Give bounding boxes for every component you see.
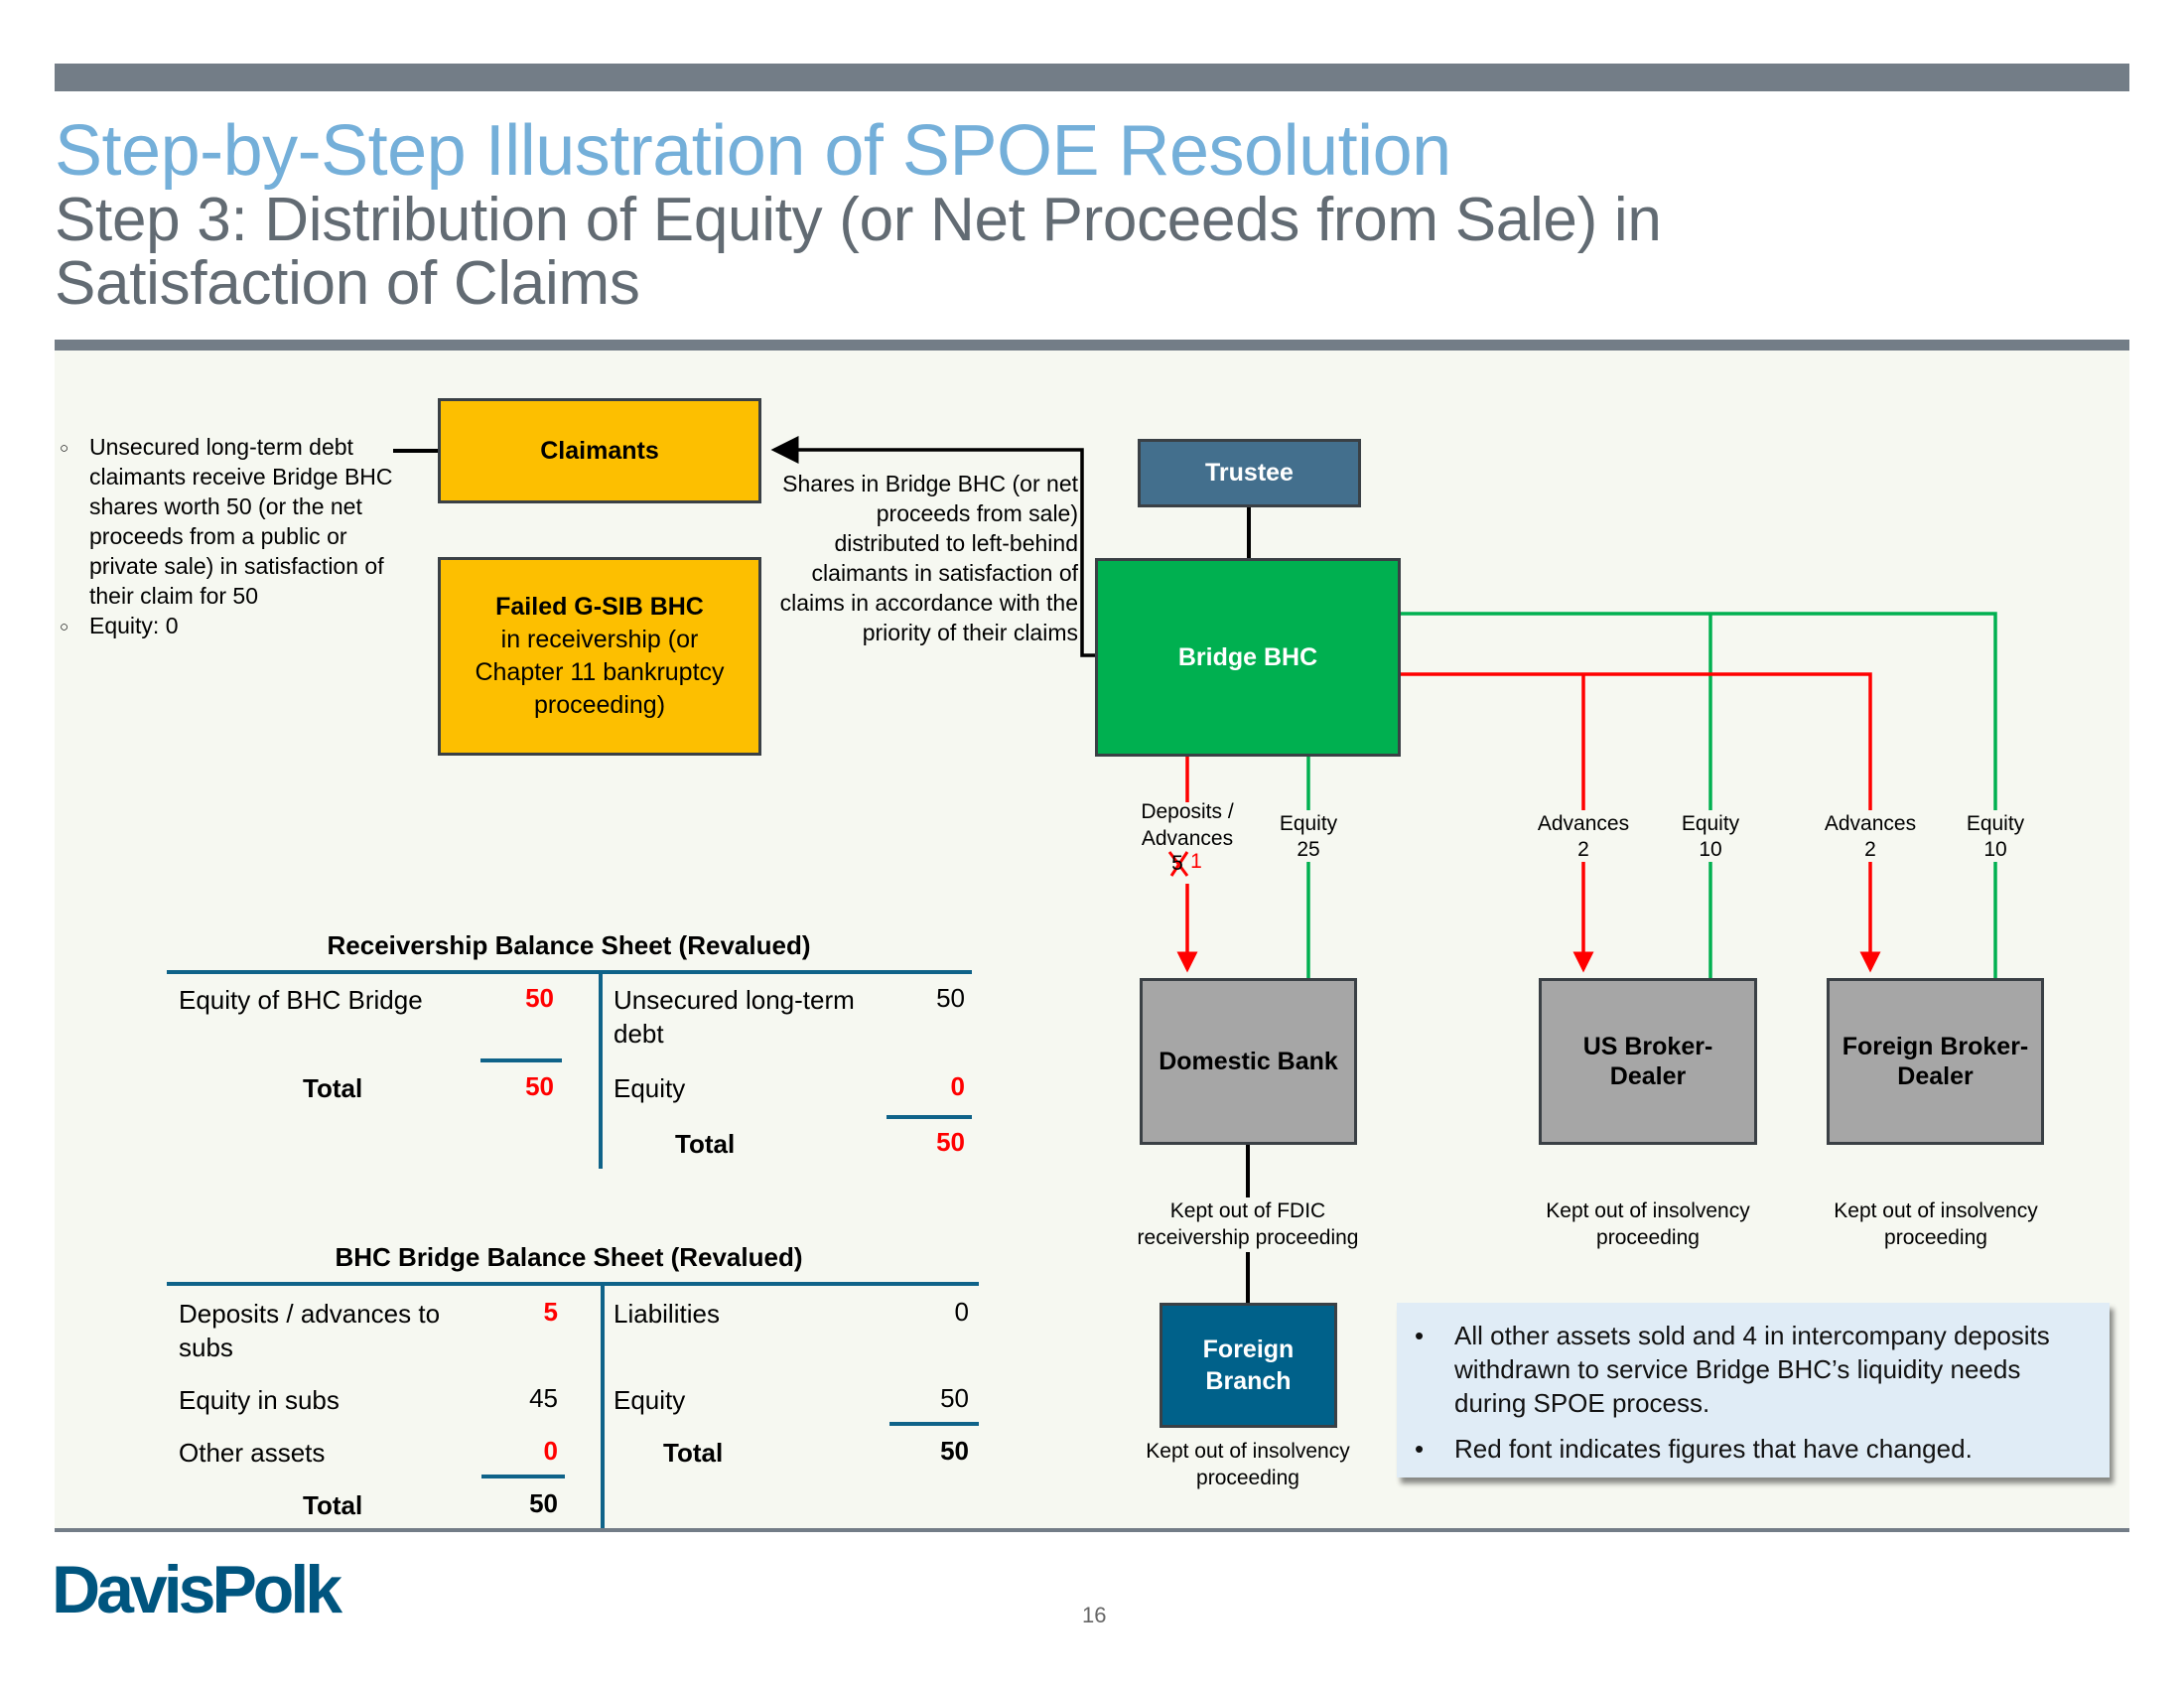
receivership-liability-label: Unsecured long-term debt (614, 985, 855, 1049)
failed-gsib-subtitle: in receivership (or Chapter 11 bankruptc… (475, 626, 725, 719)
left-notes: Unsecured long-term debt claimants recei… (58, 432, 395, 642)
foreign-branch-caption: Kept out of insolvency proceeding (1146, 1440, 1350, 1489)
bridge-asset-value: 5 (543, 1297, 558, 1327)
bridge-assets-total-value: 50 (529, 1488, 558, 1518)
us-broker-dealer-caption: Kept out of insolvency proceeding (1546, 1199, 1750, 1249)
foreign-equity-label: Equity (1966, 812, 2025, 835)
us-advances-label: Advances (1537, 812, 1630, 835)
bullet-dot-icon: • (1415, 1321, 1425, 1350)
foreign-branch-label: Foreign Branch (1202, 1336, 1295, 1395)
advances-trunk-line (1400, 672, 1872, 810)
receivership-equity-value: 0 (950, 1071, 965, 1101)
domestic-bank-box: Domestic Bank (1140, 978, 1357, 1145)
bridge-assets-sum-rule (481, 1475, 565, 1478)
bridge-liability-value: 0 (954, 1297, 969, 1327)
bridge-asset-label: Equity in subs (179, 1385, 340, 1415)
failed-gsib-box: Failed G-SIB BHC in receivership (or Cha… (438, 557, 761, 756)
bridge-bhc-label: Bridge BHC (1177, 642, 1318, 671)
receivership-liability-value: 50 (936, 983, 965, 1013)
davis-polk-logo: DavisPolk (52, 1552, 342, 1627)
bridge-liab-total-value: 50 (940, 1436, 969, 1466)
us-equity-value: 10 (1699, 838, 1722, 861)
receivership-asset-label: Equity of BHC Bridge (179, 985, 423, 1015)
claimants-label: Claimants (540, 436, 659, 465)
bridge-bs-title: BHC Bridge Balance Sheet (Revalued) (335, 1242, 803, 1272)
domestic-deposits-old-value: 5 (1171, 852, 1183, 875)
bridge-assets-total-label: Total (303, 1490, 363, 1520)
receivership-assets-total-label: Total (303, 1073, 363, 1103)
bridge-equity-value: 50 (940, 1383, 969, 1413)
domestic-deposits-new-value: 1 (1190, 850, 1202, 873)
bridge-equity-label: Equity (614, 1385, 686, 1415)
receivership-bs-divider (599, 972, 603, 1169)
bridge-asset-label: Other assets (179, 1438, 326, 1468)
equity-trunk-line (1400, 612, 1997, 810)
note-text: All other assets sold and 4 in intercomp… (1454, 1321, 2050, 1418)
arrow-caption: Shares in Bridge BHC (or net proceeds fr… (779, 471, 1078, 645)
page-number: 16 (1082, 1603, 1107, 1627)
page-title: Step-by-Step Illustration of SPOE Resolu… (55, 111, 1451, 191)
domestic-deposits-label: Deposits / Advances (1141, 800, 1234, 850)
bridge-bhc-box: Bridge BHC (1095, 558, 1401, 757)
note-bullet: • All other assets sold and 4 in intercom… (1411, 1319, 2090, 1420)
footer-rule (55, 1528, 2129, 1532)
foreign-equity-value: 10 (1983, 838, 2007, 861)
trustee-box: Trustee (1138, 439, 1361, 507)
page-subtitle: Step 3: Distribution of Equity (or Net P… (55, 186, 1662, 318)
domestic-bank-caption: Kept out of FDIC receivership proceeding (1137, 1199, 1359, 1249)
foreign-advances-label: Advances (1824, 812, 1917, 835)
us-equity-label: Equity (1681, 812, 1740, 835)
foreign-broker-dealer-label: Foreign Broker-Dealer (1842, 1033, 2029, 1090)
bullet-dot-icon: • (1415, 1434, 1425, 1464)
foreign-broker-dealer-box: Foreign Broker-Dealer (1827, 978, 2044, 1145)
foreign-broker-dealer-caption: Kept out of insolvency proceeding (1834, 1199, 2038, 1249)
top-rule (55, 64, 2129, 91)
receivership-equity-label: Equity (614, 1073, 686, 1103)
note-item: Unsecured long-term debt claimants recei… (58, 432, 395, 611)
receivership-liab-total-label: Total (675, 1129, 736, 1159)
us-broker-dealer-box: US Broker-Dealer (1539, 978, 1757, 1145)
trustee-label: Trustee (1205, 459, 1294, 487)
failed-gsib-title: Failed G-SIB BHC (495, 593, 704, 621)
foreign-branch-box: Foreign Branch (1160, 1303, 1337, 1428)
receivership-bs-top-rule (167, 970, 972, 974)
note-box: • All other assets sold and 4 in intercom… (1397, 1303, 2110, 1477)
receivership-assets-total-value: 50 (525, 1071, 554, 1101)
bridge-asset-label: Deposits / advances to subs (179, 1299, 441, 1362)
bridge-bs-divider (601, 1284, 605, 1530)
strike-x-2 (1169, 851, 1189, 877)
bridge-liability-label: Liabilities (614, 1299, 720, 1329)
receivership-assets-sum-rule (480, 1058, 562, 1062)
claimants-box: Claimants (438, 398, 761, 503)
foreign-advances-value: 2 (1864, 838, 1876, 861)
note-text: Red font indicates figures that have cha… (1454, 1434, 1973, 1464)
receivership-liab-sum-rule (887, 1115, 972, 1119)
note-bullet: • Red font indicates figures that have ch… (1411, 1432, 2090, 1466)
bridge-asset-value: 45 (529, 1383, 558, 1413)
domestic-equity-value: 25 (1297, 838, 1320, 861)
receivership-bs-title: Receivership Balance Sheet (Revalued) (327, 930, 811, 960)
domestic-equity-label: Equity (1279, 812, 1338, 835)
note-item: Equity: 0 (58, 611, 395, 642)
domestic-bank-label: Domestic Bank (1159, 1048, 1338, 1075)
bridge-to-claimants-arrow (770, 436, 1095, 657)
us-broker-dealer-label: US Broker-Dealer (1582, 1033, 1713, 1090)
receivership-liab-total-value: 50 (936, 1127, 965, 1157)
bridge-liab-total-label: Total (663, 1438, 724, 1468)
bridge-asset-value: 0 (543, 1436, 558, 1466)
us-advances-value: 2 (1577, 838, 1589, 861)
header-bottom-rule (55, 340, 2129, 351)
bridge-bs-top-rule (167, 1282, 979, 1286)
receivership-asset-value: 50 (525, 983, 554, 1013)
bridge-liab-sum-rule (889, 1422, 979, 1426)
